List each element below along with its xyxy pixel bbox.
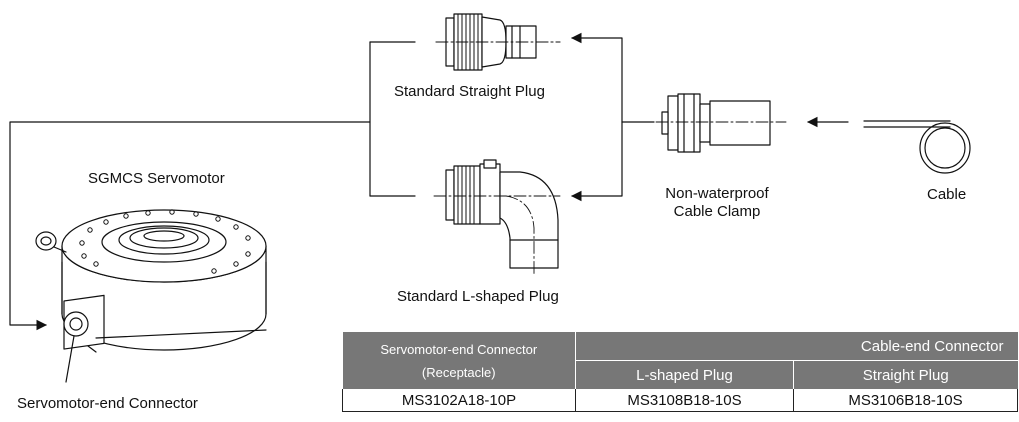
receptacle-column-header: Servomotor-end Connector (Receptacle) [342,332,576,389]
servomotor-connector-label: Servomotor-end Connector [17,395,198,412]
cable-end-connector-header: Cable-end Connector [575,332,1018,361]
cable-clamp-label-line1: Non-waterproof [665,185,769,202]
table-subheader-row: L-shaped Plug Straight Plug [343,360,1018,389]
connector-table: Servomotor-end Connector (Receptacle) Ca… [342,332,1018,412]
standard-straight-plug-label: Standard Straight Plug [394,83,545,100]
servomotor-label: SGMCS Servomotor [88,170,225,187]
receptacle-header-line1: Servomotor-end Connector [380,341,538,357]
table-header-row: Servomotor-end Connector (Receptacle) Ca… [342,332,1018,389]
cable-clamp-label-line2: Cable Clamp [673,203,761,220]
wiring-lines [9,32,849,331]
servomotor-drawing [35,209,267,383]
cable-label: Cable [927,186,967,203]
clamp-to-lshaped-arrow [570,121,623,202]
standard-l-plug-label: Standard L-shaped Plug [397,288,559,305]
receptacle-header-line2: (Receptacle) [421,364,496,380]
l-plug-drawing [433,159,561,277]
straight-plug-cell: MS3106B18-10S [793,389,1018,412]
cable-drawing [863,120,971,174]
l-plug-cell: MS3108B18-10S [575,389,794,412]
cable-clamp-drawing [655,93,787,153]
clamp-to-straight-arrow [570,32,623,123]
motor-bolt-holes [79,209,251,274]
l-plug-column-header: L-shaped Plug [575,360,794,389]
cable-clamp-label: Non-waterproof Cable Clamp [652,185,782,221]
main-feed-line [9,41,371,331]
table-row: MS3102A18-10P MS3108B18-10S MS3106B18-10… [342,389,1018,412]
straight-plug-drawing [435,13,561,71]
receptacle-cell: MS3102A18-10P [342,389,576,412]
straight-plug-column-header: Straight Plug [793,360,1018,389]
